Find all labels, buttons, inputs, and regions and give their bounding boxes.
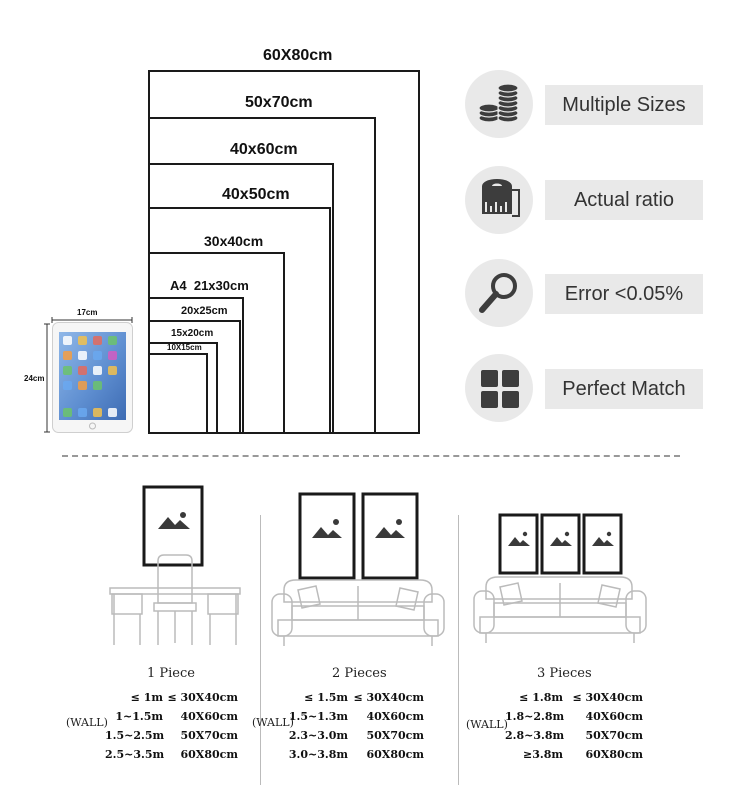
table-row: 3.0~3.8m 60X80cm bbox=[288, 745, 424, 764]
wall-range: 1.5~2.5m bbox=[105, 729, 165, 742]
frame-size: 50X70cm bbox=[180, 729, 239, 742]
frame-size: 50X70cm bbox=[366, 729, 425, 742]
size-label-10x15: 10X15cm bbox=[167, 343, 202, 352]
tablet-height-label: 24cm bbox=[24, 374, 45, 383]
placement-table-3: ≤ 1.8m ≤ 30X40cm 1.8~2.8m 40X60cm 2.8~3.8m… bbox=[505, 688, 643, 764]
feature-label-sizes: Multiple Sizes bbox=[545, 85, 703, 125]
size-label-50x70: 50x70cm bbox=[245, 94, 313, 111]
frame-size: 60X80cm bbox=[180, 748, 239, 761]
placement-table-2: ≤ 1.5m ≤ 30X40cm 1.5~1.3m 40X60cm 2.3~3.0m… bbox=[288, 688, 424, 764]
three-pieces-illustration bbox=[473, 513, 647, 643]
chart-baseline bbox=[148, 432, 420, 434]
wall-range: 3.0~3.8m bbox=[288, 748, 348, 761]
wall-range: 1.5~1.3m bbox=[288, 710, 348, 723]
table-row: 2.5~3.5m 60X80cm bbox=[105, 745, 238, 764]
frame-size: 40X60cm bbox=[585, 710, 644, 723]
size-label-30x40: 30x40cm bbox=[204, 233, 264, 249]
grid-squares-icon bbox=[481, 370, 519, 408]
size-label-60x80: 60X80cm bbox=[263, 47, 333, 64]
frame-size: 60X80cm bbox=[366, 748, 425, 761]
table-row: ≤ 1.8m ≤ 30X40cm bbox=[505, 688, 643, 707]
table-row: 2.3~3.0m 50X70cm bbox=[288, 726, 424, 745]
feature-label-ratio: Actual ratio bbox=[545, 180, 703, 220]
section-divider bbox=[62, 455, 680, 457]
frame-size: 40X60cm bbox=[366, 710, 425, 723]
table-row: 1.5~1.3m 40X60cm bbox=[288, 707, 424, 726]
tablet-height-dimension bbox=[44, 323, 50, 433]
frame-size: ≤ 30X40cm bbox=[572, 691, 643, 704]
wall-label-1: (WALL) bbox=[66, 716, 108, 729]
placement-title-3: 3 Pieces bbox=[537, 666, 592, 681]
coins-icon bbox=[478, 83, 519, 123]
placement-table-1: ≤ 1m ≤ 30X40cm 1~1.5m 40X60cm 1.5~2.5m 50X7… bbox=[105, 688, 238, 764]
wall-range: 2.3~3.0m bbox=[288, 729, 348, 742]
size-label-a4: A4 21x30cm bbox=[170, 278, 249, 293]
size-label-40x50: 40x50cm bbox=[222, 186, 290, 203]
tablet-width-label: 17cm bbox=[77, 308, 98, 317]
placement-title-2: 2 Pieces bbox=[332, 666, 387, 681]
frame-size: ≤ 30X40cm bbox=[167, 691, 238, 704]
wall-range: 2.5~3.5m bbox=[105, 748, 165, 761]
one-piece-illustration bbox=[109, 485, 241, 645]
table-row: ≤ 1m ≤ 30X40cm bbox=[105, 688, 238, 707]
tablet-image bbox=[52, 322, 133, 433]
wall-label-3: (WALL) bbox=[466, 718, 508, 731]
table-row: 1~1.5m 40X60cm bbox=[105, 707, 238, 726]
table-row: ≥3.8m 60X80cm bbox=[505, 745, 643, 764]
wall-range: 1.8~2.8m bbox=[505, 710, 565, 723]
wall-range: ≤ 1.5m bbox=[304, 691, 348, 704]
frame-size: 40X60cm bbox=[180, 710, 239, 723]
wall-label-2: (WALL) bbox=[252, 716, 294, 729]
table-row: 2.8~3.8m 50X70cm bbox=[505, 726, 643, 745]
feature-circle-match bbox=[465, 354, 533, 422]
size-label-20x25: 20x25cm bbox=[181, 305, 228, 317]
feature-circle-error bbox=[465, 259, 533, 327]
placement-title-1: 1 Piece bbox=[147, 666, 195, 681]
wall-range: ≤ 1.8m bbox=[519, 691, 563, 704]
wall-range: 2.8~3.8m bbox=[505, 729, 565, 742]
frame-size: 60X80cm bbox=[585, 748, 644, 761]
wall-range: ≤ 1m bbox=[130, 691, 163, 704]
column-divider-1 bbox=[260, 515, 261, 785]
tablet-width-dimension bbox=[51, 317, 133, 323]
wall-range: 1~1.5m bbox=[115, 710, 163, 723]
column-divider-2 bbox=[458, 515, 459, 785]
frame-size: 50X70cm bbox=[585, 729, 644, 742]
table-row: 1.8~2.8m 40X60cm bbox=[505, 707, 643, 726]
magnifier-icon bbox=[479, 273, 517, 313]
two-pieces-illustration bbox=[271, 492, 445, 646]
wall-range: ≥3.8m bbox=[523, 748, 563, 761]
feature-label-error: Error <0.05% bbox=[545, 274, 703, 314]
frame-size: ≤ 30X40cm bbox=[353, 691, 424, 704]
tape-measure-icon bbox=[482, 179, 520, 217]
feature-label-match: Perfect Match bbox=[545, 369, 703, 409]
table-row: 1.5~2.5m 50X70cm bbox=[105, 726, 238, 745]
size-label-15x20: 15x20cm bbox=[171, 328, 214, 339]
size-label-40x60: 40x60cm bbox=[230, 141, 298, 158]
frame-10x15 bbox=[148, 353, 208, 434]
table-row: ≤ 1.5m ≤ 30X40cm bbox=[288, 688, 424, 707]
